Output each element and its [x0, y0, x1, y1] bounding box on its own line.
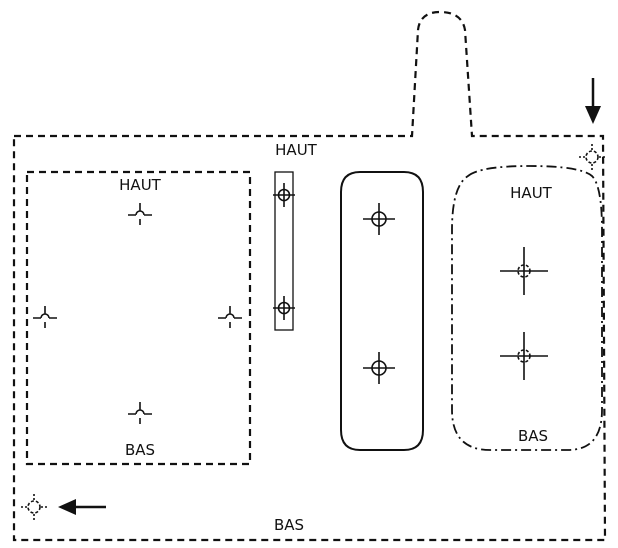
arrow-icon: [58, 499, 106, 515]
half-crosshair-icon: [128, 402, 152, 424]
half-crosshair-icon: [128, 203, 152, 225]
dashed-crosshair-icon: [21, 494, 47, 520]
crosshair-icon: [500, 247, 548, 295]
arrow-icon: [585, 78, 601, 124]
dashed-crosshair-icon: [579, 144, 605, 170]
left-panel-bottom-label: BAS: [125, 441, 155, 459]
right-panel-top-label: HAUT: [510, 184, 553, 202]
outer-outline: [12, 10, 607, 542]
left-panel: [25, 170, 252, 466]
narrow-bracket: [274, 171, 294, 331]
outer-bottom-label: BAS: [274, 516, 304, 534]
crosshair-icon: [363, 203, 395, 235]
right-panel-bottom-label: BAS: [518, 427, 548, 445]
crosshair-icon: [273, 296, 295, 320]
half-crosshair-icon: [218, 306, 242, 328]
left-panel-top-label: HAUT: [119, 176, 162, 194]
crosshair-icon: [500, 332, 548, 380]
half-crosshair-icon: [33, 306, 57, 328]
crosshair-icon: [363, 352, 395, 384]
crosshair-icon: [273, 183, 295, 207]
outer-top-label: HAUT: [275, 141, 318, 159]
rounded-plate: [340, 171, 424, 451]
right-panel: [451, 165, 603, 451]
